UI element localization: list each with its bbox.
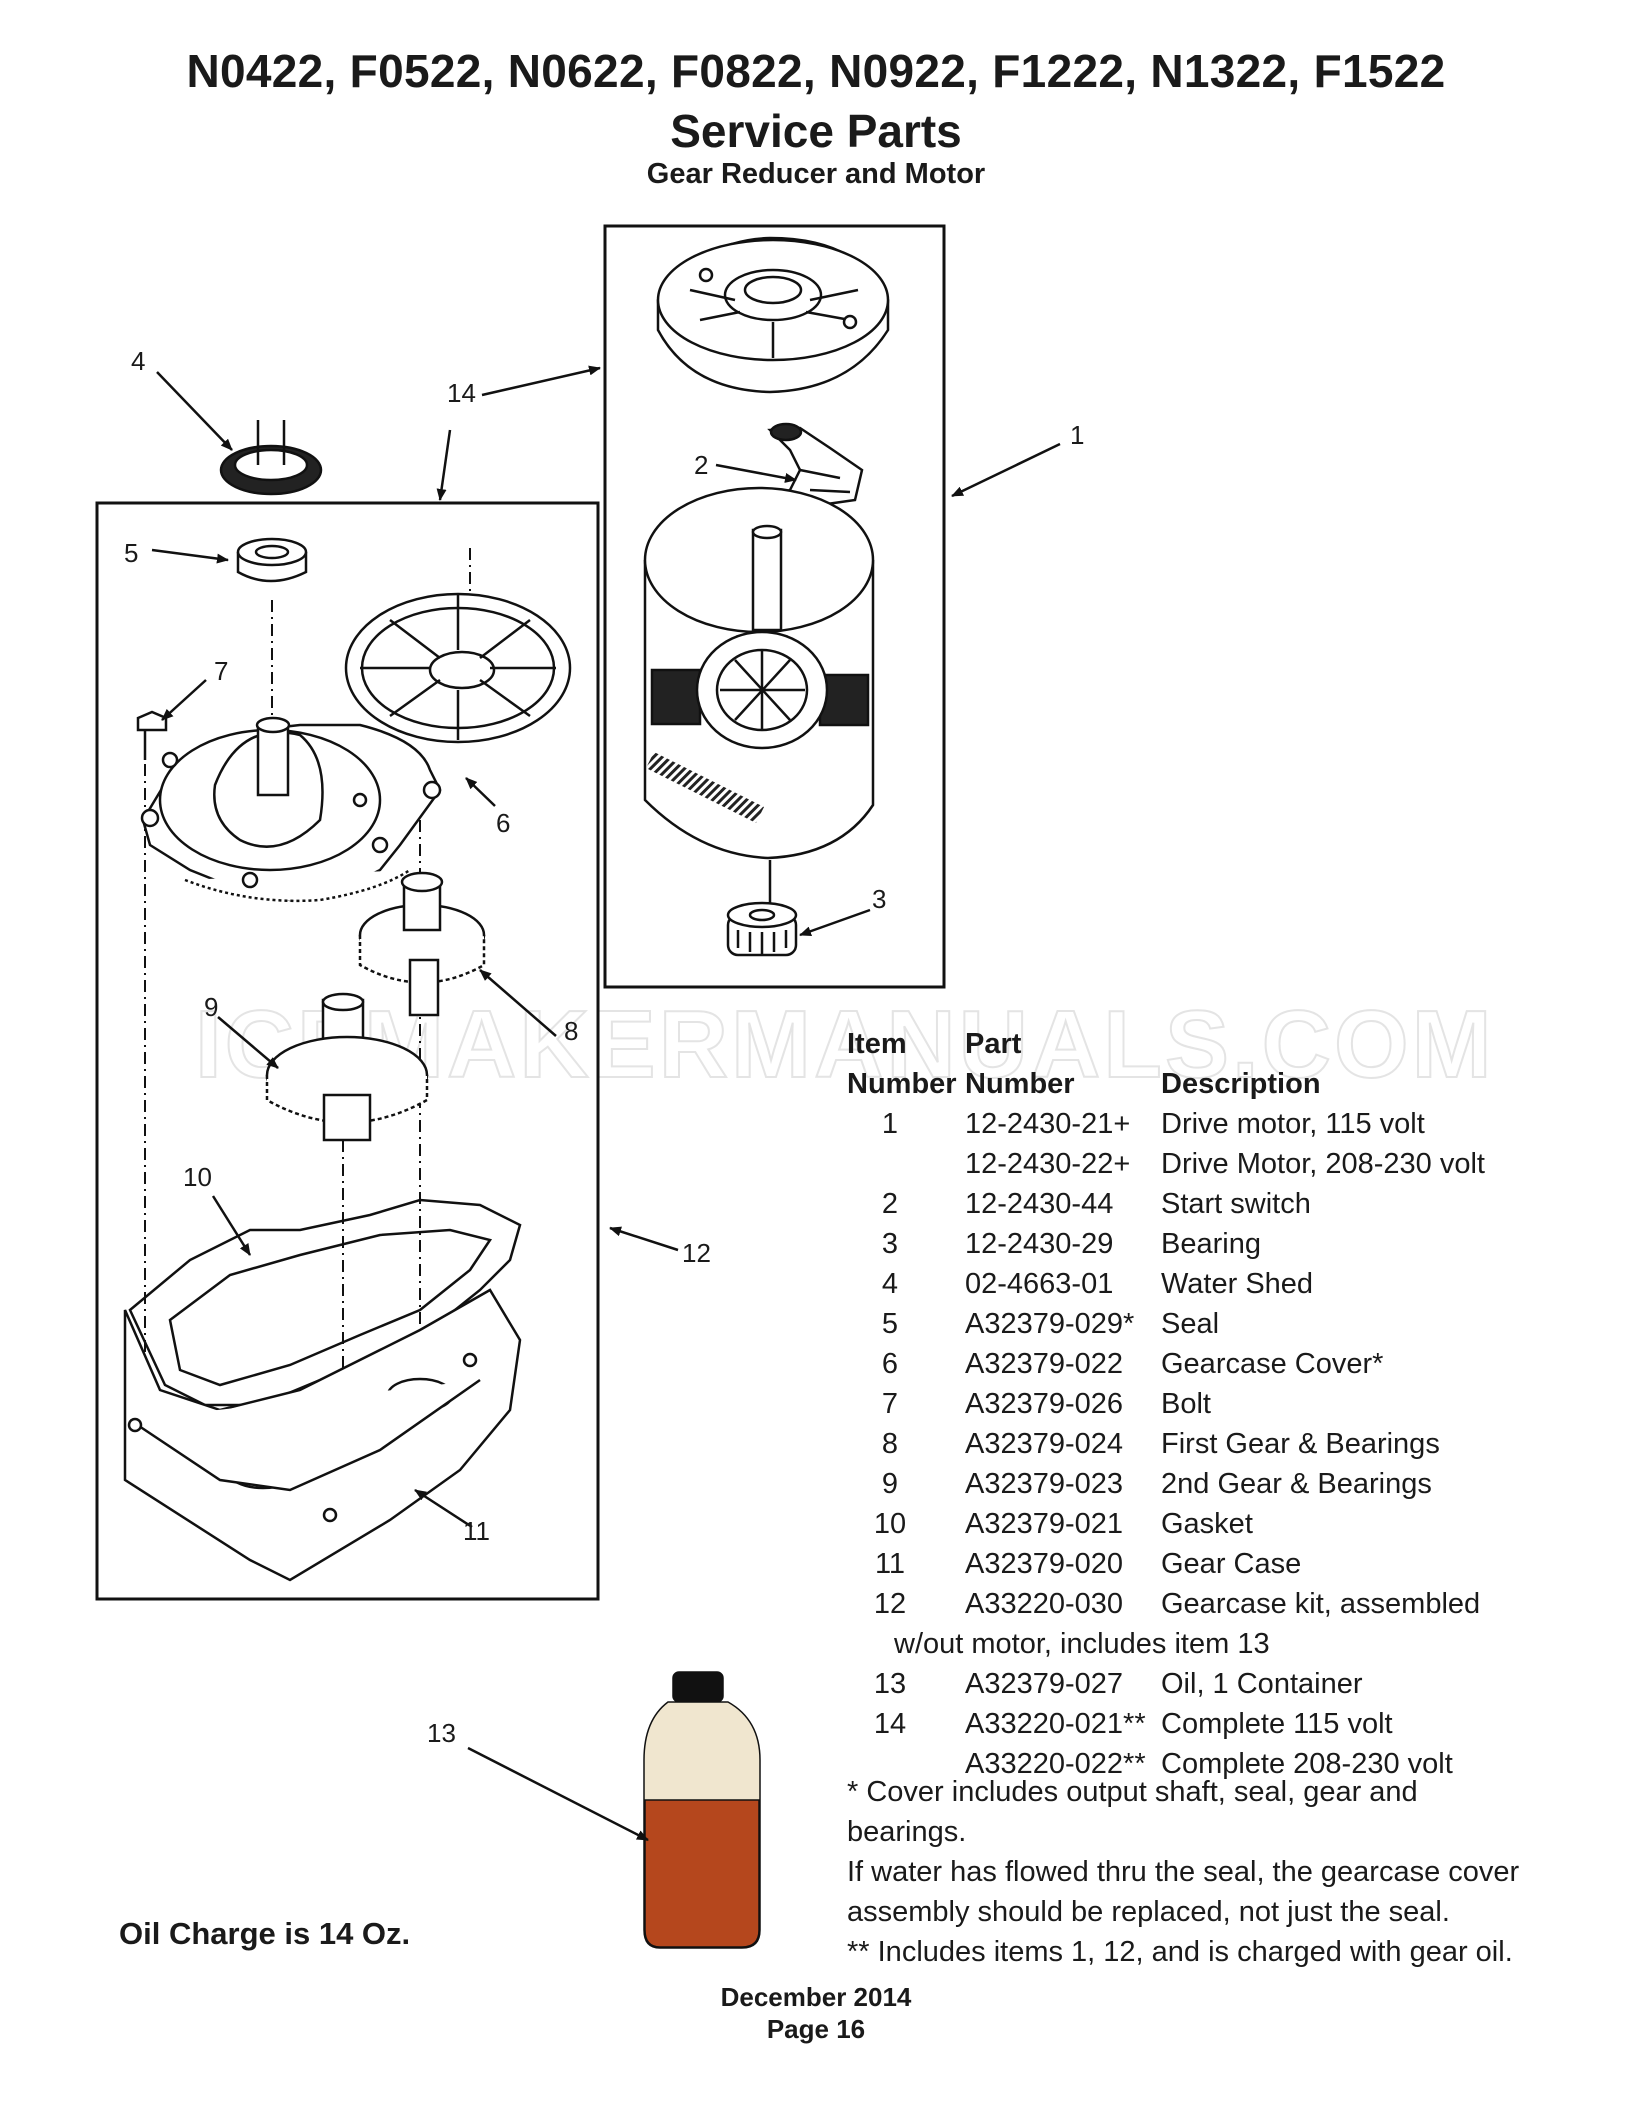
part-number: A32379-024 [965,1428,1124,1460]
callout-4: 4 [131,346,146,376]
part-number: A33220-030 [965,1588,1124,1620]
part-description: Gear Case [1161,1548,1302,1580]
oil-container-part [643,1671,761,1949]
motor-end-bell [656,236,890,394]
item-number: 3 [881,1228,899,1260]
callout-7: 7 [214,656,229,686]
gearcase-assembly-frame [95,501,600,1601]
callout-3: 3 [872,884,887,914]
first-gear-part [358,871,486,1017]
callout-12: 12 [682,1238,711,1268]
description-header: Description [1161,1068,1321,1100]
part-description: Complete 115 volt [1161,1708,1393,1740]
callout-leader-lines [151,365,1061,1842]
item-number: 11 [874,1548,906,1580]
part-description: Complete 208-230 volt [1161,1748,1453,1780]
callout-8: 8 [564,1016,579,1046]
part-number: A33220-021** [965,1708,1146,1740]
item-number: 10 [873,1508,907,1540]
second-gear-part [265,992,429,1142]
footer-date: December 2014 [720,1982,912,2012]
part-description: Water Shed [1161,1268,1314,1300]
part-description: Gearcase Cover* [1161,1348,1384,1380]
page-title: Service Parts [670,105,962,157]
item-header: Item [847,1028,907,1060]
part-description: First Gear & Bearings [1161,1428,1440,1460]
part-number: A32379-027 [965,1668,1124,1700]
water-shed-part [219,420,323,496]
callout-11: 11 [463,1516,490,1546]
callout-1: 1 [1070,420,1085,450]
part-number: 12-2430-29 [965,1228,1114,1260]
part-number: A33220-022** [965,1748,1146,1780]
part-number: A32379-021 [965,1508,1124,1540]
callout-14: 14 [447,378,476,408]
page-subtitle: Gear Reducer and Motor [646,158,986,190]
item-number: 9 [881,1468,899,1500]
bolt-part [136,710,168,760]
part-header: Part [965,1028,1022,1060]
callout-2: 2 [694,450,709,480]
footer-page-number: Page 16 [766,2014,866,2044]
item-number: 5 [881,1308,899,1340]
bearing-part [726,860,798,957]
part-number: A32379-029* [965,1308,1135,1340]
item-number: 12 [873,1588,907,1620]
part-description: Bolt [1161,1388,1211,1420]
part-description: Seal [1161,1308,1220,1340]
item-number: 13 [873,1668,907,1700]
part-description: Gasket [1161,1508,1253,1540]
callout-13: 13 [427,1718,456,1748]
part-number: 02-4663-01 [965,1268,1114,1300]
item-number: 1 [881,1108,899,1140]
part-description: Drive Motor, 208-230 volt [1161,1148,1485,1180]
oil-charge-note: Oil Charge is 14 Oz. [119,1916,411,1951]
callout-9: 9 [204,992,219,1022]
part-number: A32379-026 [965,1388,1124,1420]
part-description: Drive motor, 115 volt [1161,1108,1425,1140]
part-number: 12-2430-21+ [965,1108,1131,1140]
part-description: 2nd Gear & Bearings [1161,1468,1432,1500]
item-number: 4 [881,1268,899,1300]
callout-10: 10 [183,1162,212,1192]
part-description: Bearing [1161,1228,1261,1260]
cover-note-line-2: bearings. [847,1816,967,1848]
part-description-continued: w/out motor, includes item 13 [894,1628,1270,1660]
cover-note-line-1: * Cover includes output shaft, seal, gea… [847,1776,1418,1808]
part-number: 12-2430-44 [965,1188,1114,1220]
water-note-line-1: If water has flowed thru the seal, the g… [847,1856,1520,1888]
part-description: Start switch [1161,1188,1311,1220]
item-number-header: Number [847,1068,957,1100]
part-number: 12-2430-22+ [965,1148,1131,1180]
part-number-header: Number [965,1068,1075,1100]
gear-case-part [123,1288,522,1582]
part-description: Oil, 1 Container [1161,1668,1363,1700]
part-number: A32379-023 [965,1468,1124,1500]
gearcase-cover-part [140,592,572,903]
item-number: 6 [881,1348,899,1380]
part-number: A32379-020 [965,1548,1124,1580]
item-number: 8 [881,1428,899,1460]
item-number: 7 [881,1388,899,1420]
part-description: Gearcase kit, assembled [1161,1588,1481,1620]
part-number: A32379-022 [965,1348,1124,1380]
model-list-heading: N0422, F0522, N0622, F0822, N0922, F1222… [186,45,1446,97]
callout-5: 5 [124,538,139,568]
water-note-line-2: assembly should be replaced, not just th… [847,1896,1450,1928]
callout-6: 6 [496,808,511,838]
item-number: 2 [881,1188,899,1220]
motor-stator-housing [643,486,875,860]
motor-assembly-frame [603,224,946,989]
seal-part [236,537,308,583]
includes-note: ** Includes items 1, 12, and is charged … [847,1936,1513,1968]
item-number: 14 [873,1708,907,1740]
